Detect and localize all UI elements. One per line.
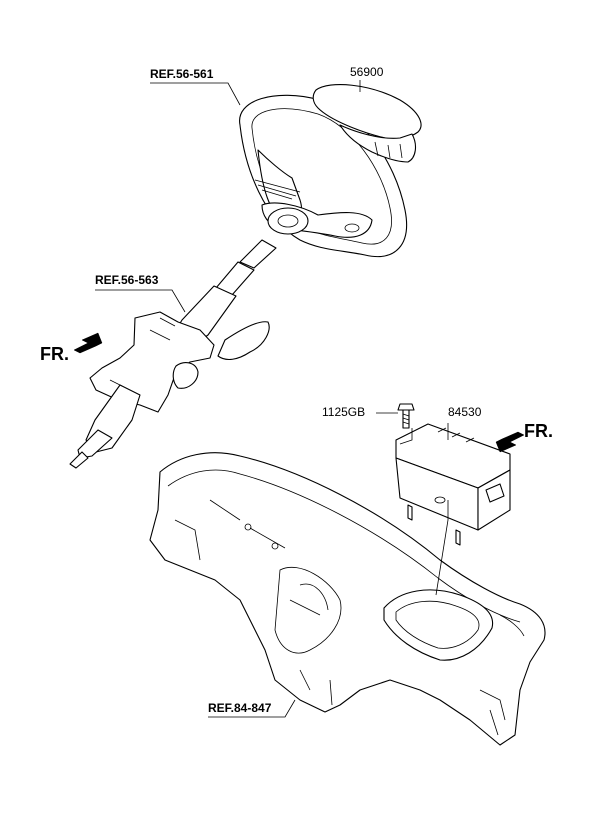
passenger-airbag-part-number: 84530 — [448, 405, 482, 419]
fr-right-label: FR. — [524, 421, 553, 441]
crash-pad — [149, 452, 546, 746]
fr-left-label: FR. — [40, 344, 69, 364]
bolt-part-number: 1125GB — [322, 405, 365, 419]
driver-airbag-module — [312, 84, 422, 163]
bolt — [397, 403, 415, 429]
passenger-airbag-module — [395, 423, 511, 546]
fr-left-arrow — [73, 332, 103, 354]
ref-steering-wheel-label: REF.56-561 — [150, 67, 214, 81]
leader-lines — [95, 80, 449, 718]
fr-right-arrow — [495, 431, 525, 453]
steering-column — [69, 239, 277, 469]
ref-steering-column-label: REF.56-563 — [95, 273, 159, 287]
airbag-part-number: 56900 — [350, 65, 384, 79]
ref-crash-pad-label: REF.84-847 — [208, 701, 272, 715]
